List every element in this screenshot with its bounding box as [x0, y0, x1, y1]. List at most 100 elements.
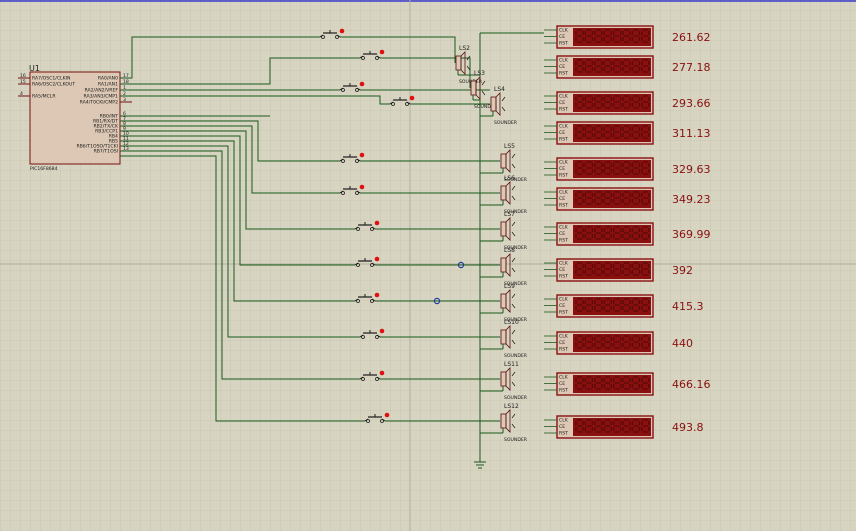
sounder-wave	[481, 80, 486, 86]
display-pin-label: RST	[559, 238, 568, 244]
mcu-pin-name: RB5	[109, 139, 118, 145]
sounder-designator: LS3	[474, 70, 485, 77]
push-button	[364, 412, 390, 423]
display-pin-label: CE	[559, 166, 565, 172]
push-button	[339, 184, 365, 195]
sounder-cone	[505, 289, 511, 313]
wire-rb5	[120, 140, 355, 302]
mcu-pin-name: RA3/AN3/CMP1	[83, 94, 118, 100]
push-button-contact	[355, 191, 359, 195]
mcu-pin-number: 4	[20, 91, 23, 97]
sounder-type: SOUNDER	[504, 437, 528, 443]
sounder-body	[490, 96, 497, 112]
sounder-designator: LS10	[504, 319, 519, 326]
push-button	[354, 220, 380, 231]
wire-ra0-sounder	[340, 36, 456, 63]
mcu-designator: U1	[29, 64, 40, 73]
push-button	[359, 370, 385, 381]
display-pin-label: CE	[559, 100, 565, 106]
frequency-label: 369.99	[672, 228, 711, 241]
push-button-state-indicator	[379, 328, 385, 334]
push-button-contact	[361, 335, 365, 339]
mcu-pin-name: RB0/INT	[100, 114, 119, 120]
wire-ra1	[120, 57, 360, 85]
sounder-cone	[505, 409, 511, 433]
push-button	[354, 256, 380, 267]
push-button-contact	[391, 102, 395, 106]
wire-rb4	[120, 135, 355, 266]
display-pin-label: RST	[559, 203, 568, 209]
sounder-body	[500, 257, 507, 273]
display-pin-label: RST	[559, 388, 568, 394]
push-button	[339, 81, 365, 92]
display-pin-label: RST	[559, 431, 568, 437]
push-button-contact	[375, 335, 379, 339]
sounder-wave	[511, 185, 516, 191]
mcu-pin-name: RB3/CCP1	[95, 129, 118, 135]
push-button-contact	[370, 263, 374, 267]
sounder-type: SOUNDER	[504, 177, 528, 183]
wires	[120, 32, 544, 469]
display-pin-label: CLK	[559, 225, 569, 231]
frequency-label: 415.3	[672, 300, 704, 313]
wire-rb7a	[120, 150, 360, 380]
push-button-contact	[370, 227, 374, 231]
sounder-wave	[511, 413, 516, 419]
display-pin-label: CE	[559, 424, 565, 430]
push-button-contact	[366, 419, 370, 423]
sounder-wave	[481, 90, 486, 96]
wire-rb3	[120, 130, 355, 230]
mcu-pin-number: 1	[123, 85, 126, 91]
display-pin-label: CE	[559, 196, 565, 202]
frequency-label: 277.18	[672, 61, 711, 74]
display-pin-label: CLK	[559, 28, 569, 34]
wire-rb6	[120, 145, 360, 338]
sounder-designator: LS6	[504, 175, 515, 182]
display-pin-label: CLK	[559, 334, 569, 340]
mcu-pin-name: RA7/OSC1/CLKIN	[32, 76, 70, 82]
mcu-pin-name: RB1/RX/DT	[93, 119, 118, 125]
sounder-type: SOUNDER	[504, 209, 528, 215]
seven-segment-displays: CLKCERST261.62CLKCERST277.18CLKCERST293.…	[544, 25, 711, 439]
sounder-wave	[511, 257, 516, 263]
display-pin-label: CE	[559, 130, 565, 136]
sounder-wave	[466, 55, 471, 61]
sounder-cone	[505, 367, 511, 391]
frequency-label: 493.8	[672, 421, 704, 434]
sounder-body	[500, 293, 507, 309]
sounder-cone	[505, 217, 511, 241]
mcu-pin-number: 7	[123, 116, 126, 122]
sounder-cone	[495, 92, 501, 116]
sounder-body	[500, 371, 507, 387]
mcu-pin-number: 17	[123, 73, 129, 79]
mcu-pin-name: RA5/MCLR	[32, 94, 56, 100]
mcu-pin-number: 10	[123, 131, 129, 137]
sounder-designator: LS12	[504, 403, 519, 410]
push-button-contact	[375, 56, 379, 60]
push-button	[339, 152, 365, 163]
frequency-label: 311.13	[672, 127, 711, 140]
display-pin-label: CE	[559, 381, 565, 387]
sounder-designator: LS9	[504, 283, 515, 290]
wire-rb1	[120, 120, 340, 162]
push-button-contact	[355, 88, 359, 92]
mcu-part-number: PIC16F8684	[30, 166, 58, 172]
sounder-body	[455, 55, 462, 71]
push-button-contact	[341, 191, 345, 195]
frequency-label: 466.16	[672, 378, 711, 391]
mcu-pin-number: 15	[20, 79, 26, 85]
wire-ra0	[120, 36, 320, 79]
sounder-wave	[466, 65, 471, 71]
push-button-contact	[375, 377, 379, 381]
frequency-label: 349.23	[672, 193, 711, 206]
